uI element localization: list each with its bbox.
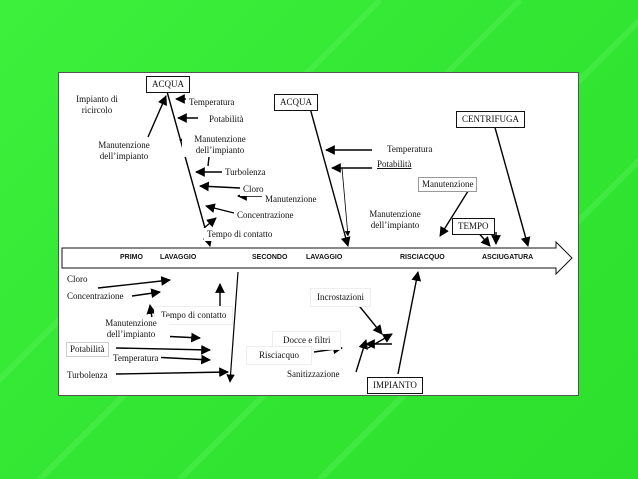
bone-acqua-1 [165, 87, 213, 247]
process-bar [61, 240, 573, 276]
temperatura-label-1: Temperatura [186, 96, 238, 109]
step-asciugatura: ASCIUGATURA [482, 254, 534, 261]
step-lavaggio-2: LAVAGGIO [306, 254, 343, 261]
step-secondo: SECONDO [252, 254, 288, 261]
step-risciacquo: RISCIACQUO [400, 254, 445, 261]
concentrazione-label-2: Concentrazione [64, 290, 127, 303]
temperatura-label-3: Temperatura [110, 352, 162, 365]
cloro-label-2: Cloro [64, 273, 91, 286]
step-lavaggio-1: LAVAGGIO [160, 254, 197, 261]
temperatura-label-2: Temperatura [384, 143, 436, 156]
impianto-ricircolo-label: Impianto di ricircolo [64, 93, 130, 117]
bone-centrifuga [493, 123, 531, 247]
tempo-contatto-label-1: Tempo di contatto [204, 228, 276, 241]
potabilita-label-1: Potabilità [206, 113, 247, 126]
centrifuga-box: CENTRIFUGA [456, 111, 526, 128]
sanitizzazione-label: Sanitizzazione [284, 368, 343, 381]
manutenzione-impianto-label-2: Manutenzione dell’impianto [182, 133, 258, 157]
turbolenza-label-1: Turbolenza [222, 166, 269, 179]
bone-acqua-2 [309, 107, 351, 247]
potabilita-label-3: Potabilità [66, 342, 109, 357]
risciacquo-label: Risciacquo [246, 346, 312, 365]
manutenzione-label-1: Manutenzione [262, 193, 320, 206]
bone-impianto [397, 271, 422, 375]
manutenzione-impianto-label-3: Manutenzione dell’impianto [356, 208, 434, 232]
acqua-box-1: ACQUA [146, 76, 191, 93]
manutenzione-label-2: Manutenzione [418, 177, 478, 192]
concentrazione-label-1: Concentrazione [234, 209, 297, 222]
manutenzione-impianto-label-4: Manutenzione dell’impianto [92, 317, 170, 341]
potabilita-label-2: Potabilità [374, 158, 415, 171]
tempo-box: TEMPO [452, 218, 495, 235]
cloro-label-1: Cloro [240, 183, 267, 196]
tempo-contatto-label-2: Tempo di contatto [154, 306, 234, 325]
incrostazioni-label: Incrostazioni [310, 288, 371, 307]
step-primo: PRIMO [120, 254, 143, 261]
manutenzione-impianto-label-1: Manutenzione dell’impianto [86, 139, 162, 163]
acqua-box-2: ACQUA [274, 94, 319, 111]
turbolenza-label-2: Turbolenza [64, 369, 111, 382]
impianto-box: IMPIANTO [367, 377, 423, 394]
bone-lower-left [226, 271, 239, 383]
